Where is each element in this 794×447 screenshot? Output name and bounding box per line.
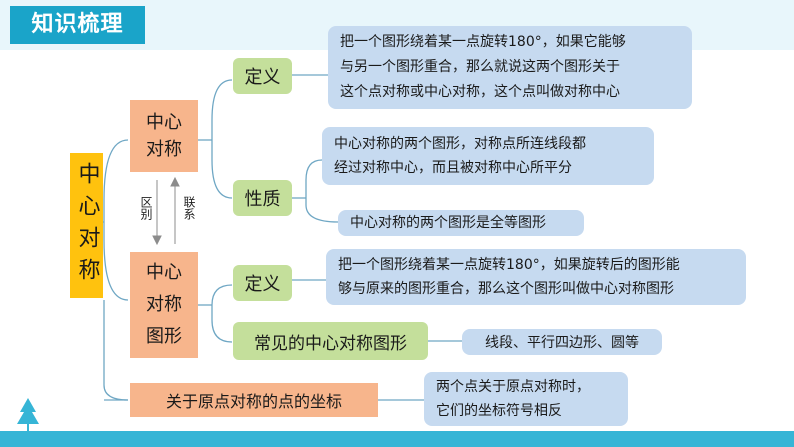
fig-definition-label: 定义 [233, 265, 292, 301]
origin-coordinates-text: 两个点关于原点对称时， 它们的坐标符号相反 [424, 372, 628, 426]
root-node: 中心对称 [70, 153, 103, 298]
cs-property-label: 性质 [233, 180, 292, 216]
root-bracket [103, 139, 129, 301]
central-symmetric-figure-node: 中心 对称 图形 [130, 252, 198, 358]
property-bracket [305, 159, 339, 223]
cs-bracket [211, 79, 233, 199]
common-figures-text: 线段、平行四边形、圆等 [462, 329, 662, 355]
footer-strip [0, 431, 794, 447]
connection-label: 联系 [182, 196, 196, 220]
difference-label: 区别 [139, 196, 153, 220]
fig-definition-text: 把一个图形绕着某一点旋转180°，如果旋转后的图形能 够与原来的图形重合，那么这… [326, 249, 746, 305]
page-title: 知识梳理 [10, 6, 145, 44]
cs-definition-text: 把一个图形绕着某一点旋转180°，如果它能够 与另一个图形重合，那么就说这两个图… [328, 26, 692, 109]
cs-property-text-1: 中心对称的两个图形，对称点所连线段都 经过对称中心，而且被对称中心所平分 [322, 127, 654, 185]
tree-icon [17, 398, 39, 431]
cs-property-text-2: 中心对称的两个图形是全等图形 [338, 210, 584, 236]
fig-bracket [211, 284, 233, 343]
cs-definition-label: 定义 [233, 58, 292, 94]
central-symmetry-node: 中心 对称 [130, 100, 198, 172]
origin-coordinates-label: 关于原点对称的点的坐标 [130, 383, 378, 417]
common-figures-label: 常见的中心对称图形 [233, 322, 428, 360]
